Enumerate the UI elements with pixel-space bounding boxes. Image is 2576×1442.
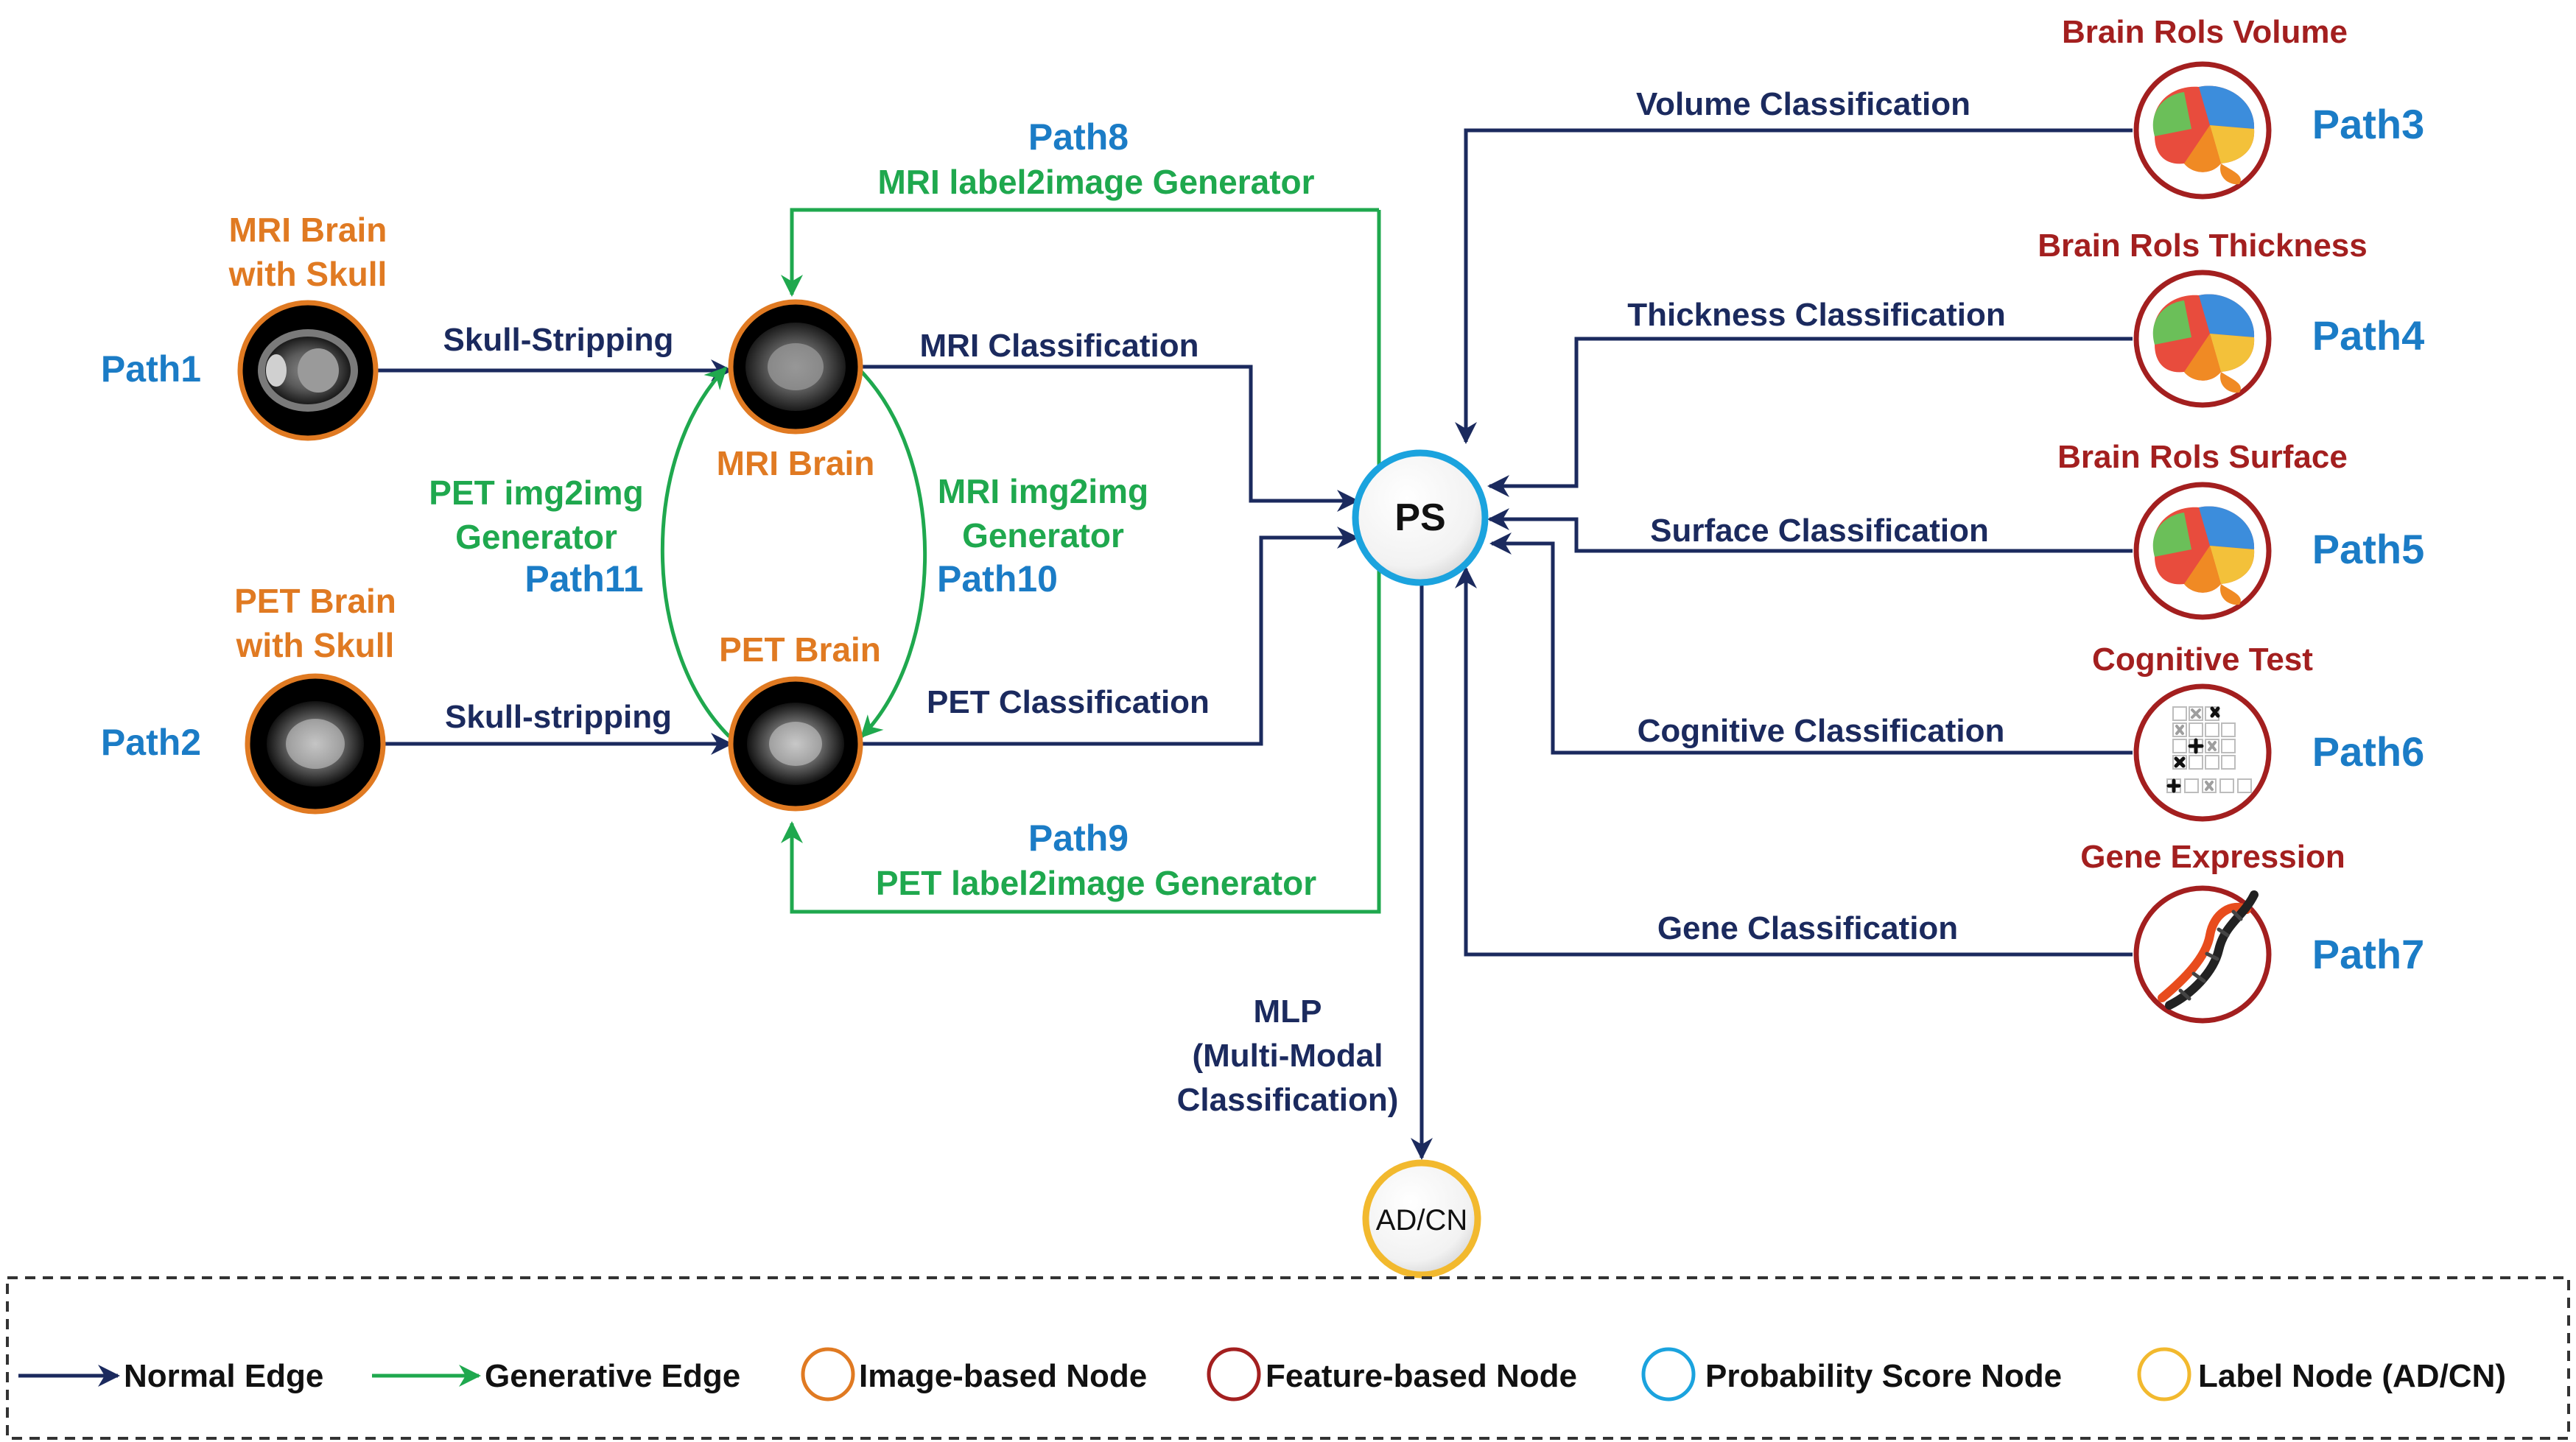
surface-classification-label: Surface Classification: [1650, 513, 1989, 549]
normal-edges: [376, 128, 2133, 1160]
mri-img2img-label-1: MRI img2img: [938, 472, 1148, 510]
legend-normal-edge-label: Normal Edge: [124, 1358, 323, 1394]
volume-title: Brain Rols Volume: [2062, 14, 2348, 50]
ps-label: PS: [1394, 496, 1445, 539]
mri-skull-node: [237, 300, 379, 441]
legend-probability-node-icon: [1641, 1347, 1696, 1401]
surface-node: [2133, 482, 2272, 620]
mlp-label-3: Classification): [1177, 1082, 1399, 1118]
pet-skull-title-1: PET Brain: [234, 582, 396, 620]
edge-gene-classification: [1455, 566, 2133, 957]
gene-classification-label: Gene Classification: [1657, 910, 1958, 946]
brain-rois-icon: [2152, 506, 2255, 605]
mri-classification-label: MRI Classification: [920, 328, 1199, 364]
mlp-label-2: (Multi-Modal: [1192, 1038, 1383, 1074]
path11-label: Path11: [524, 558, 643, 599]
path8-label: Path8: [1028, 116, 1129, 158]
legend-label-node-icon: [2137, 1347, 2191, 1401]
cognitive-classification-label: Cognitive Classification: [1638, 713, 2005, 749]
mri-brain-label: MRI Brain: [717, 444, 875, 482]
mri-label2image-label: MRI label2image Generator: [877, 163, 1314, 201]
cognitive-node: [2133, 683, 2272, 822]
path9-label: Path9: [1028, 817, 1129, 859]
path4-label: Path4: [2312, 312, 2425, 359]
left-labels: MRI Brain with Skull Path1 PET Brain wit…: [101, 116, 1398, 1118]
path7-label: Path7: [2312, 931, 2425, 977]
legend-probability-node-label: Probability Score Node: [1705, 1358, 2062, 1394]
thickness-classification-label: Thickness Classification: [1627, 297, 2006, 333]
mri-brain-node: [728, 299, 863, 435]
pet-brain-node: [728, 676, 863, 812]
edge-mri-classification: [860, 365, 1359, 512]
edge-volume-classification: [1455, 128, 2133, 444]
cognitive-title: Cognitive Test: [2092, 641, 2313, 678]
legend-image-node-icon: [801, 1347, 855, 1401]
surface-title: Brain Rols Surface: [2057, 439, 2348, 475]
path6-label: Path6: [2312, 728, 2425, 775]
thickness-title: Brain Rols Thickness: [2038, 228, 2367, 264]
adcn-label: AD/CN: [1376, 1204, 1467, 1237]
edge-mri-label2image: [781, 208, 1379, 297]
mri-skull-title-2: with Skull: [228, 255, 387, 293]
legend-generative-edge-label: Generative Edge: [485, 1358, 740, 1394]
legend-label-node-label: Label Node (AD/CN): [2198, 1358, 2506, 1394]
legend-feature-node-icon: [1207, 1347, 1261, 1401]
edge-cognitive-classification: [1489, 532, 2133, 755]
path3-label: Path3: [2312, 101, 2425, 147]
path2-label: Path2: [101, 722, 201, 763]
gene-title: Gene Expression: [2080, 839, 2345, 875]
edge-pet-classification: [860, 527, 1359, 746]
pet-img2img-label-2: Generator: [455, 518, 617, 556]
pet-classification-label: PET Classification: [927, 684, 1210, 720]
skull-stripping-mri-label: Skull-Stripping: [443, 322, 674, 358]
edge-thickness-classification: [1487, 337, 2133, 497]
brain-rois-icon: [2152, 85, 2255, 185]
brain-rois-icon: [2152, 294, 2255, 393]
path10-label: Path10: [937, 558, 1058, 599]
mri-skull-title-1: MRI Brain: [229, 211, 387, 249]
edge-pet-img2img: [660, 366, 731, 738]
pet-img2img-label-1: PET img2img: [429, 474, 643, 512]
edge-surface-classification: [1487, 508, 2133, 553]
gene-node: [2133, 885, 2272, 1024]
cognitive-test-marks-icon: [2166, 706, 2220, 793]
pet-skull-node: [245, 673, 386, 815]
adcn-node: AD/CN: [1362, 1159, 1481, 1279]
pet-brain-label: PET Brain: [719, 630, 881, 669]
path5-label: Path5: [2312, 526, 2425, 572]
pet-label2image-label: PET label2image Generator: [876, 864, 1316, 902]
volume-node: [2133, 61, 2272, 200]
legend-image-node-label: Image-based Node: [859, 1358, 1147, 1394]
mlp-label-1: MLP: [1254, 993, 1322, 1030]
volume-classification-label: Volume Classification: [1636, 86, 1970, 122]
legend-frame: [6, 1276, 2570, 1440]
dna-helix-icon: [2158, 890, 2259, 1010]
right-labels: Brain Rols Volume Path3 Volume Classific…: [1627, 14, 2424, 977]
mri-img2img-label-2: Generator: [962, 516, 1124, 555]
path1-label: Path1: [101, 348, 201, 390]
legend-feature-node-label: Feature-based Node: [1266, 1358, 1577, 1394]
skull-stripping-pet-label: Skull-stripping: [445, 699, 672, 735]
thickness-node: [2133, 270, 2272, 408]
edge-mri-img2img: [857, 367, 927, 739]
cognitive-test-grey-marks-icon: [2175, 708, 2217, 791]
ps-node: PS: [1352, 449, 1489, 586]
pet-skull-title-2: with Skull: [236, 626, 395, 664]
legend: Normal Edge Generative Edge Image-based …: [6, 1276, 2570, 1440]
